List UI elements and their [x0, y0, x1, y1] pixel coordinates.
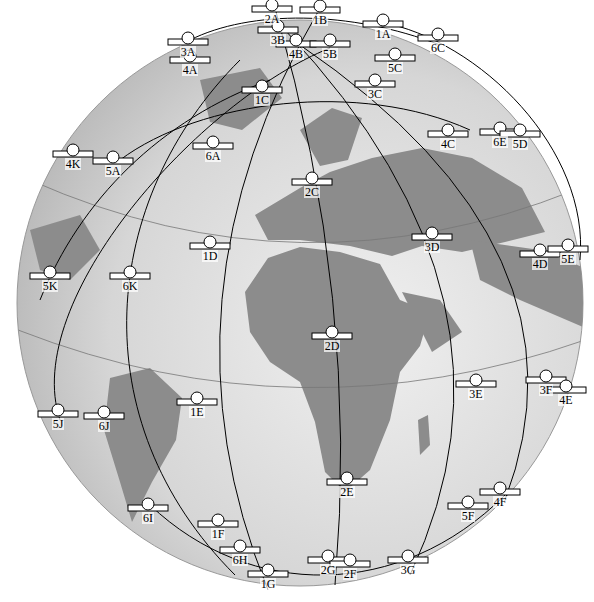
satellite-label: 4A	[182, 64, 199, 76]
satellite-label: 2C	[304, 186, 320, 198]
satellite-label: 6H	[232, 554, 249, 566]
satellite-label: 3F	[539, 384, 554, 396]
satellite-label: 6E	[492, 136, 507, 148]
satellite-label: 2A	[264, 13, 281, 25]
satellite-icons	[30, 0, 588, 577]
satellite-label: 6C	[430, 42, 446, 54]
satellite-label: 4C	[440, 138, 456, 150]
satellite-label: 1D	[202, 250, 219, 262]
satellite-label: 4B	[288, 48, 304, 60]
satellite-label: 5B	[322, 48, 338, 60]
satellite-label: 1E	[189, 406, 204, 418]
satellite-label: 2F	[343, 568, 358, 580]
satellite-label: 1C	[254, 94, 270, 106]
satellite-label: 5K	[42, 280, 59, 292]
satellite-label: 5C	[387, 62, 403, 74]
satellite-label: 5F	[461, 510, 476, 522]
satellite-label: 6A	[205, 150, 222, 162]
satellite-label: 4F	[493, 496, 508, 508]
satellite-label: 5D	[512, 138, 529, 150]
satellite-label: 1A	[375, 28, 392, 40]
satellite-label: 5A	[105, 165, 122, 177]
satellite-label: 4K	[65, 158, 82, 170]
satellite-label: 2D	[324, 340, 341, 352]
satellite-label: 2G	[320, 564, 337, 576]
satellite-label: 1B	[312, 14, 328, 26]
satellite-label: 6K	[122, 280, 139, 292]
satellite-label: 3D	[424, 241, 441, 253]
satellite-label: 5E	[560, 253, 575, 265]
satellite-label: 1F	[211, 528, 226, 540]
satellite-label: 6I	[142, 512, 154, 524]
satellite-label: 3G	[400, 564, 417, 576]
satellite-label: 1G	[260, 578, 277, 590]
satellite-label: 3C	[367, 88, 383, 100]
satellite-label: 6J	[98, 420, 111, 432]
satellite-label: 2E	[339, 486, 354, 498]
satellite-label: 4E	[558, 394, 573, 406]
satellite-label: 5J	[52, 418, 65, 430]
satellite-label: 3A	[180, 46, 197, 58]
satellite-label: 4D	[532, 258, 549, 270]
satellite-label: 3B	[270, 34, 286, 46]
satellite-label: 3E	[468, 388, 483, 400]
